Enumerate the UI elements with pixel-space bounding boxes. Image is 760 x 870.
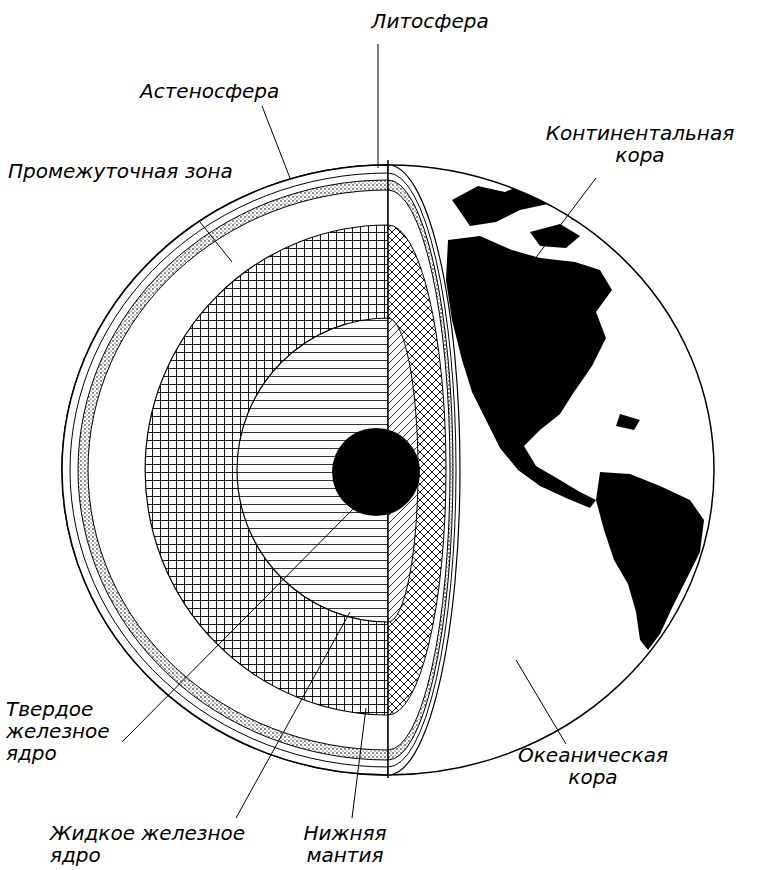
layer-label: Астеносфера (140, 80, 320, 102)
layer-label: Литосфера (330, 10, 530, 32)
layer-label: Континентальная кора (530, 122, 750, 166)
layer-label: Океаническая кора (508, 744, 678, 788)
layer-label: Жидкое железное ядро (50, 822, 280, 866)
layer-label: Промежуточная зона (8, 160, 238, 182)
layer-label: Нижняя мантия (290, 822, 400, 866)
layer-label: Твердое железное ядро (6, 698, 131, 764)
